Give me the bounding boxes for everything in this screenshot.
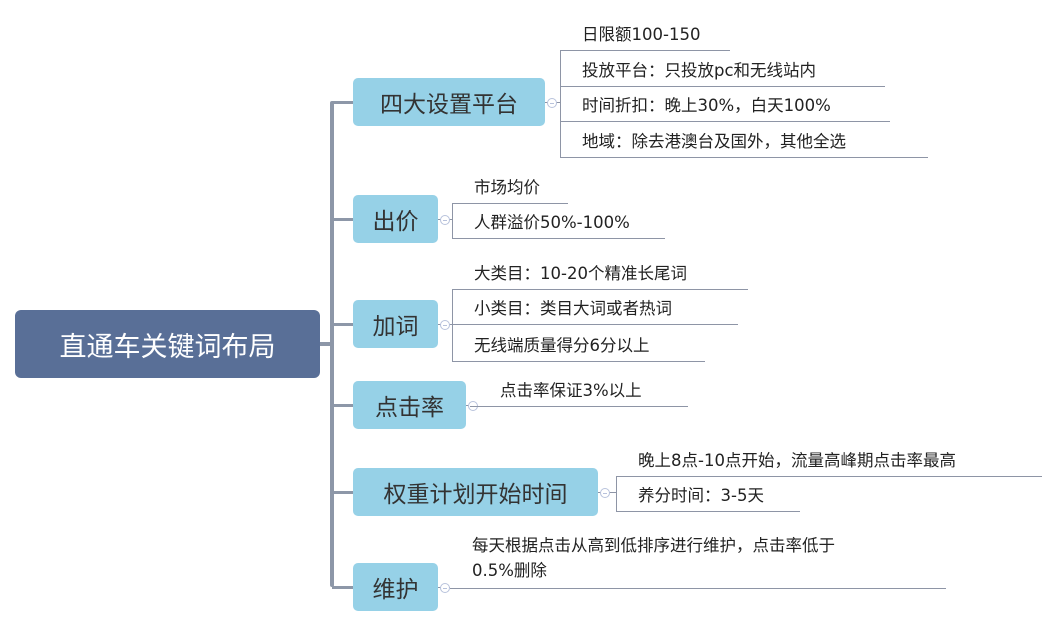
leaf-text: 人群溢价50%-100% [474, 213, 630, 232]
branch-label: 权重计划开始时间 [383, 482, 568, 508]
leaf-text: 投放平台：只投放pc和无线站内 [582, 61, 817, 80]
leaf-bracket [616, 476, 617, 512]
leaf-text: 养分时间：3-5天 [638, 486, 764, 505]
root-node[interactable]: 直通车关键词布局 [15, 310, 320, 378]
trunk-line [330, 101, 334, 587]
leaf-text: 小类目：类目大词或者热词 [474, 299, 672, 318]
trunk-stub [332, 404, 353, 407]
branch-node[interactable]: 权重计划开始时间 [353, 468, 598, 516]
branch-node[interactable]: 点击率 [353, 381, 466, 429]
root-connector [320, 342, 333, 346]
branch-label: 点击率 [375, 395, 444, 421]
branch-node[interactable]: 四大设置平台 [353, 78, 545, 126]
leaf-underline [452, 238, 665, 239]
branch-node[interactable]: 加词 [353, 300, 438, 348]
leaf-text: 日限额100-150 [582, 25, 701, 44]
leaf-text: 0.5%删除 [472, 561, 547, 580]
leaf-underline [560, 121, 890, 122]
leaf-underline [560, 157, 928, 158]
root-label: 直通车关键词布局 [59, 331, 276, 363]
leaf-text: 晚上8点-10点开始，流量高峰期点击率最高 [638, 451, 956, 470]
leaf-underline [560, 86, 885, 87]
collapse-toggle-icon[interactable] [440, 320, 450, 330]
leaf-underline [560, 50, 730, 51]
leaf-underline [452, 289, 748, 290]
leaf-text: 每天根据点击从高到低排序进行维护，点击率低于 [472, 536, 835, 555]
leaf-text: 无线端质量得分6分以上 [474, 336, 650, 355]
leaf-underline [452, 203, 568, 204]
collapse-toggle-icon[interactable] [440, 583, 450, 593]
branch-label: 加词 [372, 314, 419, 340]
leaf-underline [450, 588, 946, 589]
trunk-stub [332, 491, 353, 494]
collapse-toggle-icon[interactable] [547, 98, 557, 108]
leaf-underline [470, 406, 688, 407]
leaf-underline [616, 511, 800, 512]
trunk-stub [332, 586, 353, 589]
trunk-stub [332, 323, 353, 326]
leaf-underline [616, 476, 1042, 477]
branch-label: 四大设置平台 [380, 92, 518, 118]
leaf-text: 市场均价 [474, 178, 540, 197]
collapse-toggle-icon[interactable] [440, 215, 450, 225]
leaf-underline [452, 324, 738, 325]
collapse-toggle-icon[interactable] [600, 488, 610, 498]
leaf-text: 点击率保证3%以上 [500, 381, 642, 400]
branch-label: 维护 [372, 577, 419, 603]
trunk-stub [332, 218, 353, 221]
leaf-underline [452, 361, 705, 362]
leaf-text: 地域：除去港澳台及国外，其他全选 [582, 132, 846, 151]
branch-label: 出价 [372, 209, 419, 235]
trunk-stub [332, 101, 353, 104]
leaf-bracket [452, 289, 453, 362]
branch-node[interactable]: 维护 [353, 563, 438, 611]
leaf-bracket [560, 50, 561, 158]
branch-node[interactable]: 出价 [353, 195, 438, 243]
leaf-text: 时间折扣：晚上30%，白天100% [582, 96, 831, 115]
leaf-bracket [452, 203, 453, 239]
leaf-text: 大类目：10-20个精准长尾词 [474, 264, 687, 283]
